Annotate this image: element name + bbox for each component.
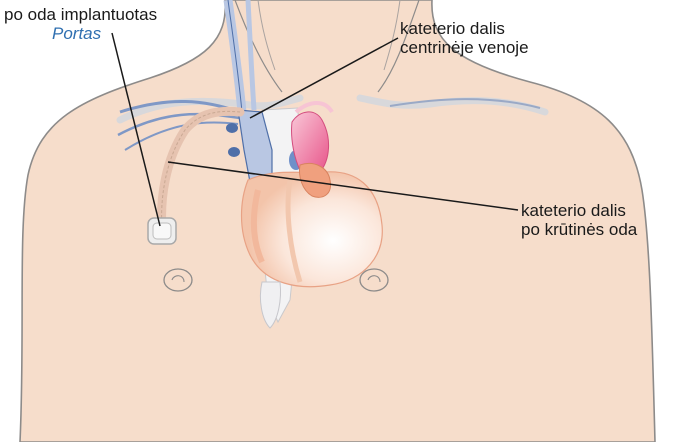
- port-title-label: po oda implantuotas: [4, 5, 157, 24]
- implanted-port: [148, 218, 176, 244]
- central-vein-line1: kateterio dalis: [400, 19, 529, 38]
- chest-skin-line1: kateterio dalis: [521, 201, 637, 220]
- port-name-label: Portas: [52, 24, 101, 43]
- chest-skin-line2: po krūtinės oda: [521, 220, 637, 239]
- chest-skin-label: kateterio dalis po krūtinės oda: [521, 201, 637, 239]
- central-vein-line2: centrinėje venoje: [400, 38, 529, 57]
- port-name-text: Portas: [52, 24, 101, 43]
- port-title-text: po oda implantuotas: [4, 5, 157, 24]
- central-vein-label: kateterio dalis centrinėje venoje: [400, 19, 529, 57]
